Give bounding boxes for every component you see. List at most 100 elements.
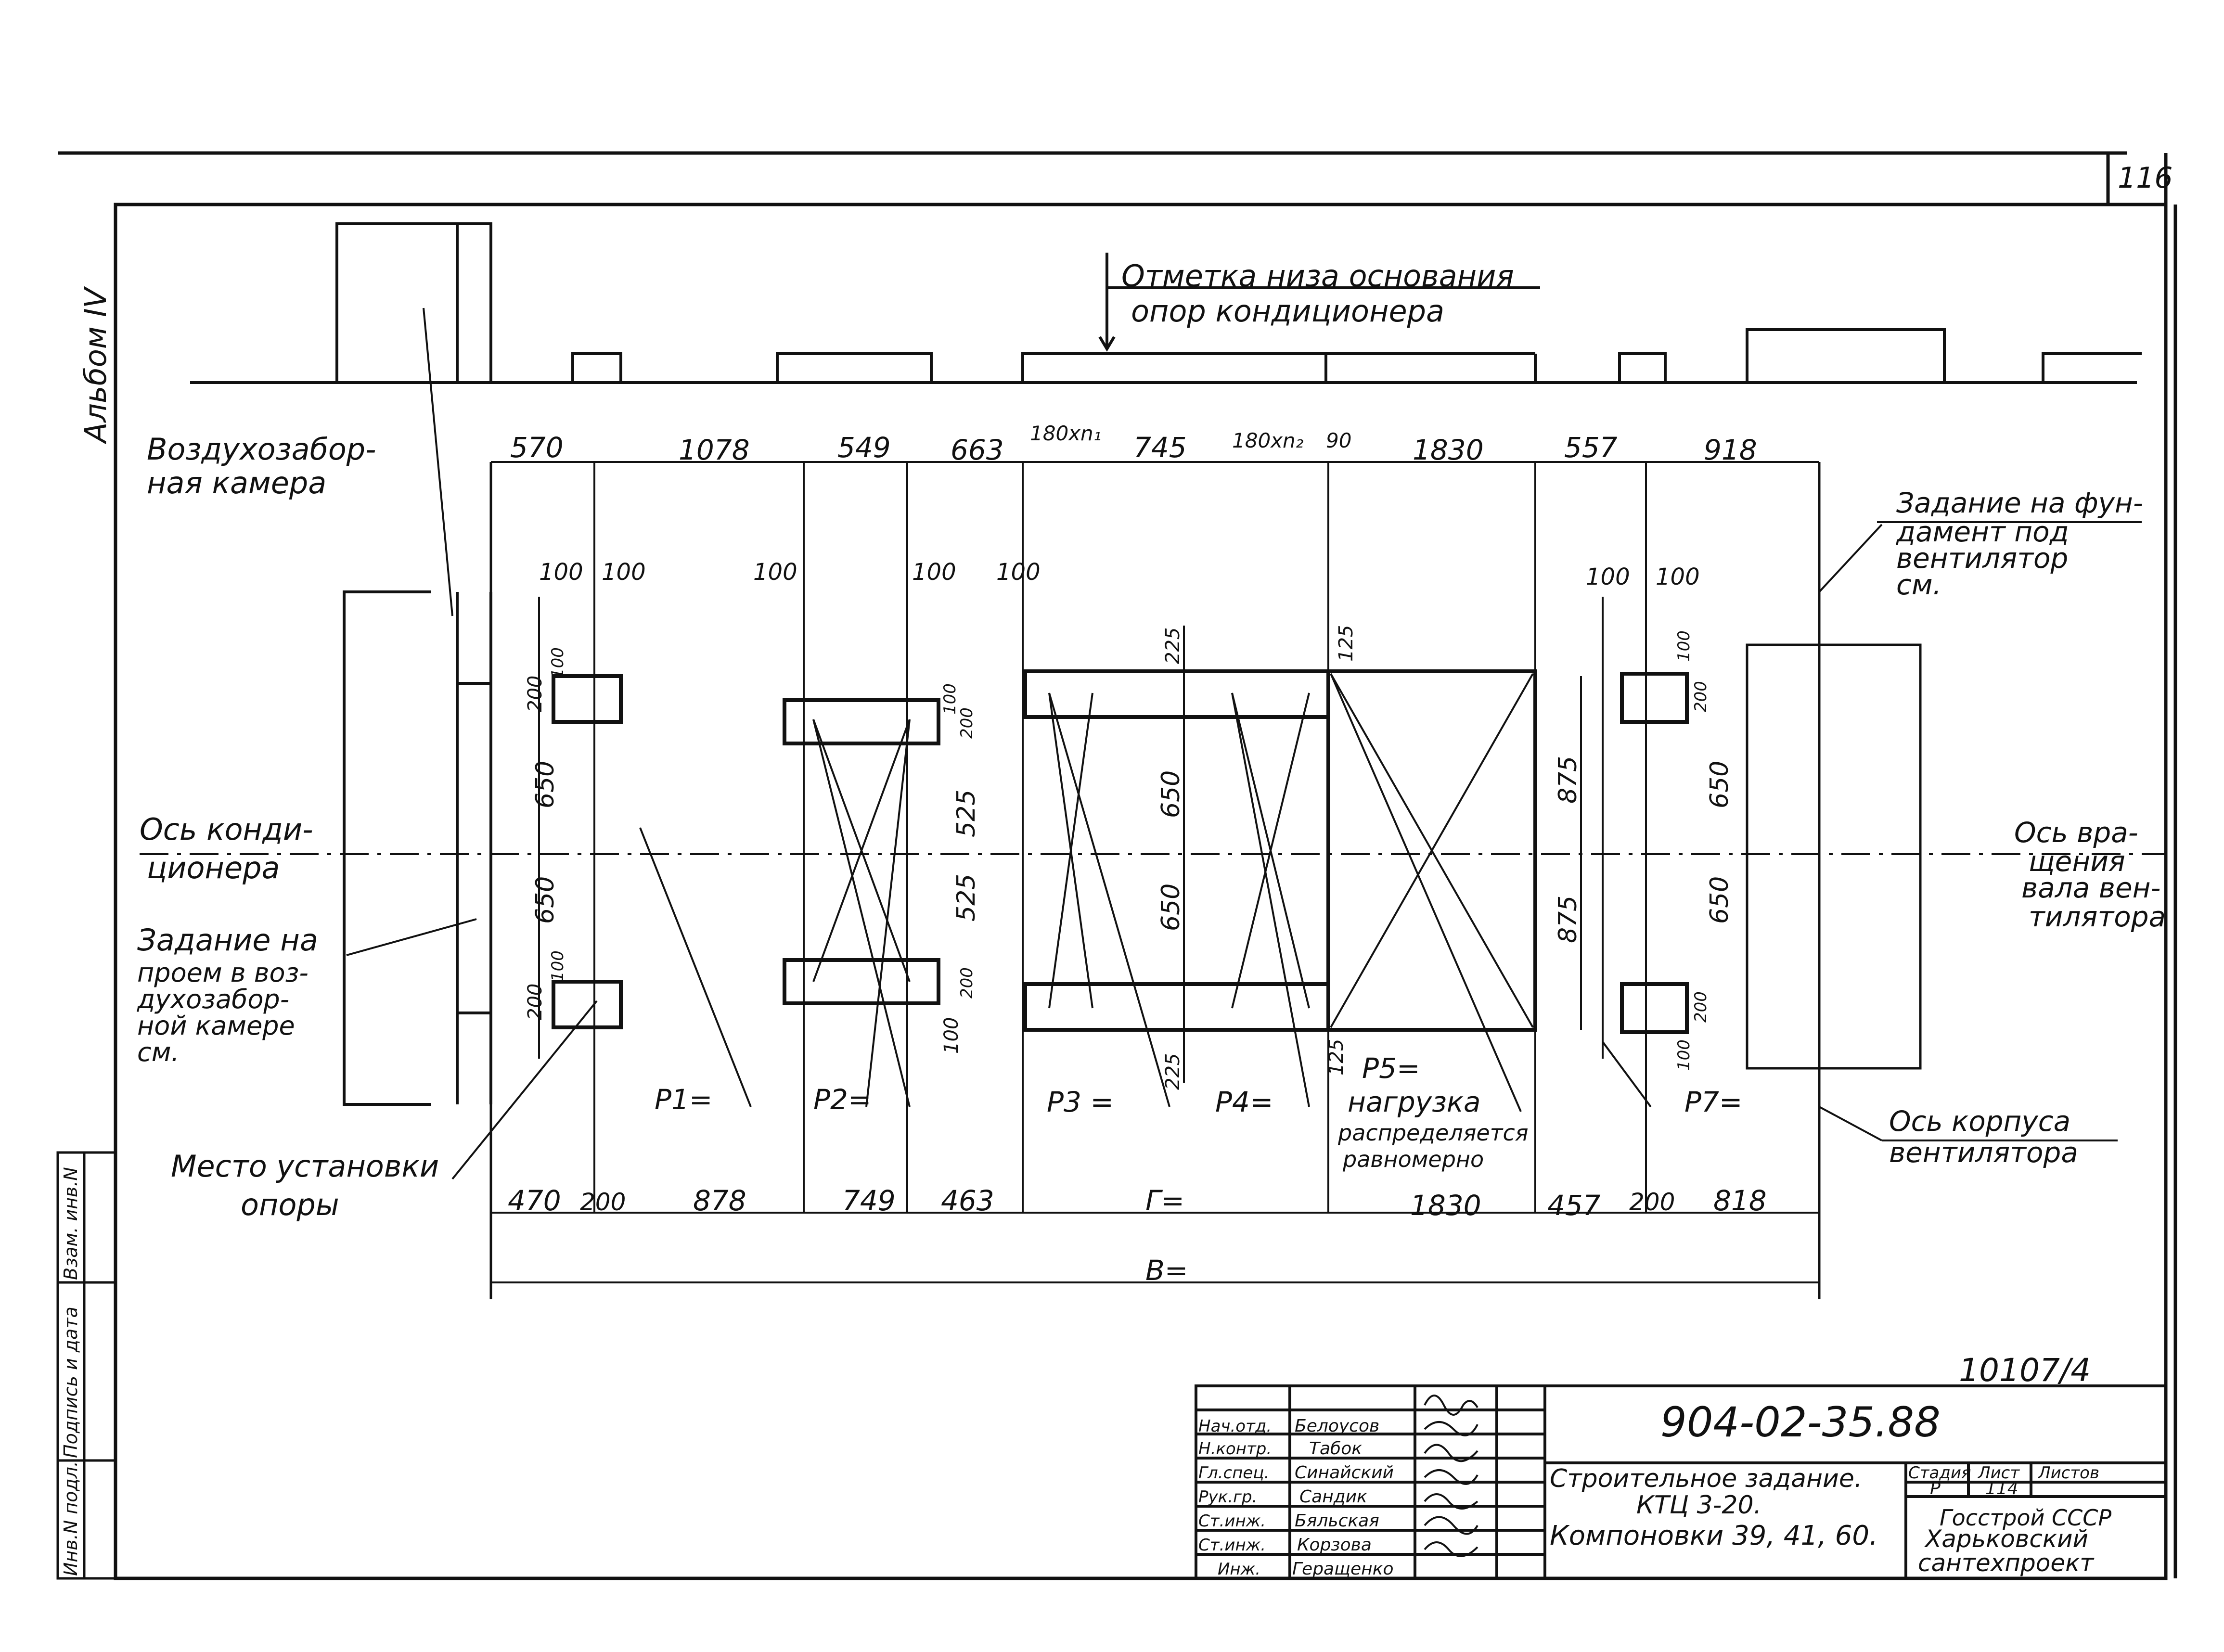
- elevation-view: [190, 222, 2142, 384]
- org-line-1: Госстрой СССР: [1940, 1505, 2111, 1531]
- p5-note-3: равномерно: [1342, 1146, 1484, 1172]
- dim-v-525-2: 525: [952, 874, 981, 922]
- role-5: Ст.инж.: [1198, 1536, 1266, 1555]
- role-6: Инж.: [1218, 1560, 1260, 1579]
- dim-v-525-1: 525: [952, 790, 981, 837]
- org-line-2: Харьковский: [1924, 1525, 2088, 1553]
- page-number: 116: [2118, 161, 2173, 195]
- dim-m-100-2: 100: [548, 950, 567, 982]
- dim-v-650-4: 650: [1157, 884, 1185, 931]
- title-line-2: КТЦ 3-20.: [1636, 1491, 1761, 1520]
- air-chamber-note-1: Воздухозабор-: [147, 432, 376, 467]
- dim-100-e: 100: [996, 559, 1041, 586]
- dim-m-100-6: 100: [1674, 1039, 1694, 1071]
- dim-bot-749: 749: [842, 1184, 896, 1217]
- left-strip-replace: Взам. инв.N: [60, 1167, 81, 1280]
- left-strip-inv: Инв.N подл.: [60, 1461, 81, 1576]
- name-0: Белоусов: [1295, 1416, 1379, 1436]
- p5-note-1: нагрузка: [1348, 1086, 1481, 1118]
- axis-cond-note-2: ционера: [147, 850, 280, 885]
- dim-bot-818: 818: [1713, 1184, 1767, 1217]
- foundation-note-2: дамент под: [1896, 515, 2069, 548]
- title-line-3: Компоновки 39, 41, 60.: [1550, 1520, 1878, 1551]
- title-block: [1195, 1384, 2167, 1580]
- dim-v-650-2: 650: [531, 876, 560, 924]
- support-note-1: Место установки: [171, 1149, 439, 1184]
- title-line-1: Строительное задание.: [1550, 1464, 1862, 1493]
- dim-bot-1830: 1830: [1410, 1189, 1481, 1222]
- foundation-note-4: см.: [1896, 568, 1941, 601]
- dim-m-125-1: 125: [1335, 625, 1357, 662]
- dim-m-200-6: 200: [1691, 991, 1710, 1023]
- air-intake-chamber: [343, 590, 492, 1106]
- org-line-3: сантехпроект: [1918, 1549, 2095, 1577]
- dim-m-200-5: 200: [1691, 681, 1710, 712]
- load-p2: P2=: [813, 1083, 871, 1116]
- opening-note-2: проем в воз-: [137, 958, 309, 988]
- dim-bot-463: 463: [941, 1184, 994, 1217]
- housing-note-1: Ось корпуса: [1889, 1105, 2070, 1138]
- dim-m-200-4: 200: [957, 967, 977, 999]
- opening-note-4: ной камере: [137, 1011, 295, 1041]
- dim-m-200-2: 200: [524, 984, 546, 1020]
- dim-v-650-1: 650: [531, 761, 560, 808]
- air-chamber-note-2: ная камера: [147, 465, 326, 500]
- dim-100-b: 100: [602, 559, 646, 586]
- axis-rot-note-4: тилятора: [2029, 900, 2166, 933]
- opening-note-3: духозабор-: [137, 984, 289, 1014]
- load-p5: P5=: [1362, 1052, 1420, 1085]
- doc-code: 904-02-35.88: [1660, 1398, 1941, 1447]
- sheet-value: 114: [1985, 1479, 2018, 1498]
- dim-v-875-2: 875: [1554, 896, 1582, 943]
- dim-top-1830: 1830: [1413, 434, 1484, 466]
- load-p3: P3 =: [1047, 1086, 1114, 1118]
- sheet-header: Лист: [1977, 1463, 2020, 1483]
- dim-100-a: 100: [539, 559, 583, 586]
- left-strip-sign: Подпись и дата: [60, 1306, 81, 1458]
- album-label: Альбом IV: [78, 285, 113, 445]
- stage-header: Стадия: [1908, 1463, 1971, 1483]
- support-pads: [552, 669, 1689, 1034]
- dim-100-c: 100: [753, 559, 797, 586]
- support-note-2: опоры: [241, 1187, 339, 1222]
- dim-m-100-5: 100: [1674, 630, 1694, 662]
- opening-note-1: Задание на: [137, 922, 318, 958]
- dim-v-650-5: 650: [1705, 761, 1734, 808]
- dim-100-g: 100: [1656, 563, 1700, 590]
- name-2: Синайский: [1295, 1463, 1394, 1483]
- axis-rot-note-2: щения: [2029, 845, 2125, 878]
- foundation-note-1: Задание на фун-: [1896, 487, 2143, 519]
- stamp-number: 10107/4: [1959, 1352, 2091, 1389]
- load-diagonals: [639, 673, 1652, 1112]
- dimension-lines: [491, 461, 1819, 1283]
- name-4: Бяльская: [1295, 1511, 1379, 1531]
- dim-m-200-1: 200: [524, 676, 546, 712]
- dim-v-650-6: 650: [1705, 876, 1734, 924]
- dim-top-570: 570: [510, 431, 564, 464]
- dim-top-663: 663: [951, 434, 1004, 466]
- base-mark-note-1: Отметка низа основания: [1121, 258, 1514, 294]
- dim-total-B: В=: [1145, 1254, 1188, 1287]
- dim-100-d: 100: [912, 559, 956, 586]
- foundation-note-3: вентилятор: [1896, 542, 2068, 575]
- axis-rot-note-1: Ось вра-: [2014, 816, 2138, 849]
- dim-v-875-1: 875: [1554, 756, 1582, 804]
- name-1: Табок: [1309, 1439, 1362, 1459]
- dim-bot-470: 470: [508, 1184, 561, 1217]
- dim-top-180n2: 180xn₂: [1232, 429, 1304, 452]
- name-5: Корзова: [1297, 1535, 1372, 1555]
- title-block-roles: Нач.отд. Н.контр. Гл.спец. Рук.гр. Ст.ин…: [1198, 1417, 1272, 1579]
- dim-top-918: 918: [1704, 434, 1757, 466]
- p5-note-2: распределяется: [1337, 1120, 1529, 1146]
- sheet-frame: [58, 151, 2177, 1580]
- dim-v-650-3: 650: [1157, 770, 1185, 818]
- left-strip: [56, 1151, 117, 1580]
- signatures: [1424, 1395, 1478, 1557]
- opening-note-5: см.: [137, 1037, 180, 1067]
- sheets-header: Листов: [2037, 1463, 2099, 1483]
- role-0: Нач.отд.: [1198, 1417, 1272, 1436]
- dim-top-1078: 1078: [679, 434, 750, 466]
- dim-top-180n1: 180xn₁: [1030, 422, 1101, 445]
- dim-m-225-2: 225: [1162, 1053, 1184, 1090]
